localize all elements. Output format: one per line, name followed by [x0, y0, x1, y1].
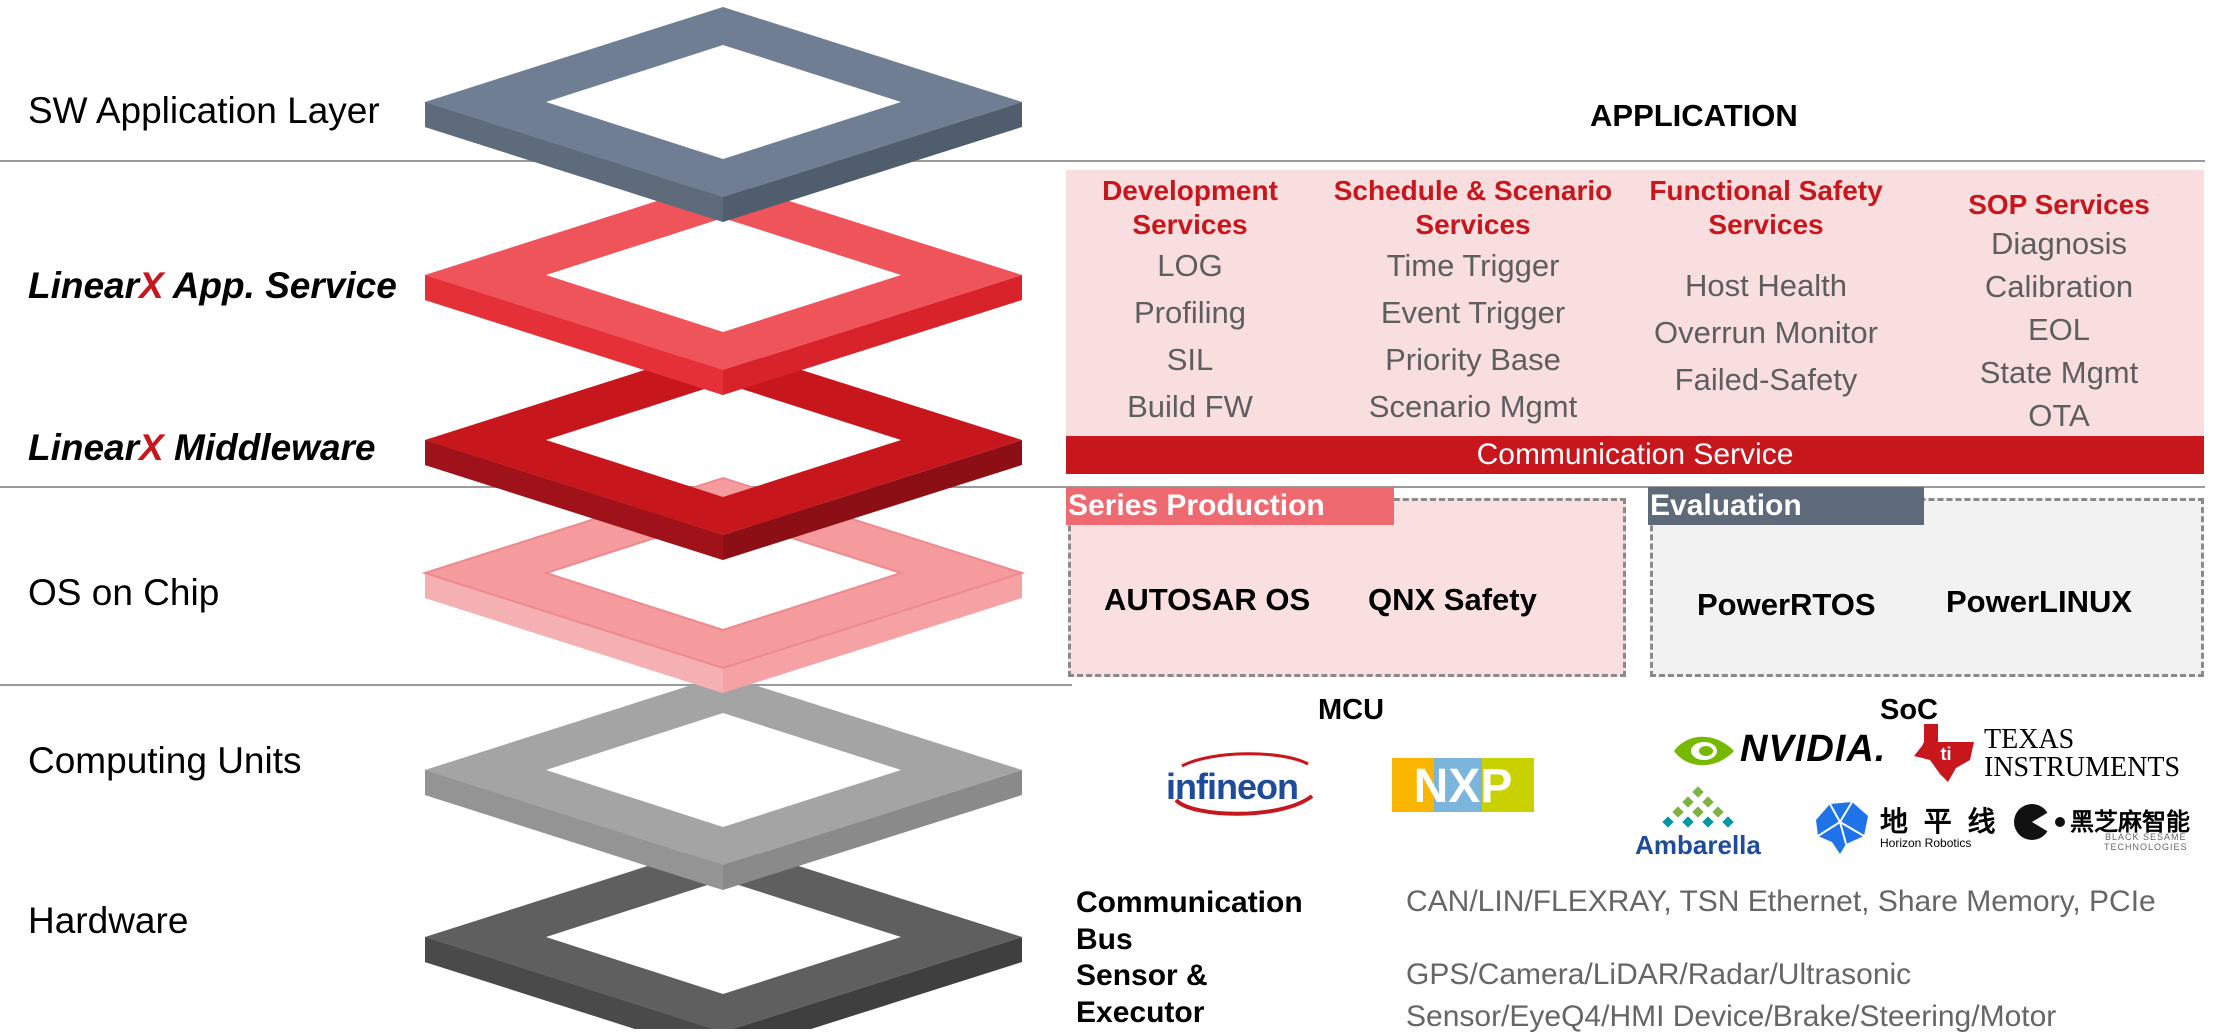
service-title: Development Services — [1102, 175, 1278, 240]
series-production-tag: Series Production — [1066, 487, 1394, 525]
os-autosar: AUTOSAR OS — [1104, 582, 1311, 617]
service-column-sop: SOP Services Diagnosis Calibration EOL S… — [1924, 188, 2194, 437]
separator-line — [0, 684, 1072, 686]
layer-label-os-on-chip: OS on Chip — [28, 572, 220, 613]
middleware-layer-frame — [425, 345, 1022, 560]
nvidia-logo: NVIDIA. — [1672, 728, 1890, 774]
services-panel — [1066, 170, 2204, 436]
nxp-mark-icon: NXP — [1392, 758, 1534, 813]
horizon-wordmark-en: Horizon Robotics — [1880, 836, 1972, 850]
communication-bus-value: CAN/LIN/FLEXRAY, TSN Ethernet, Share Mem… — [1406, 885, 2156, 918]
nxp-logo: NXP — [1392, 758, 1534, 813]
horizon-robotics-logo: 地 平 线 Horizon Robotics — [1810, 798, 2010, 856]
infineon-swoosh-icon — [1174, 752, 1314, 816]
service-item: LOG — [1157, 248, 1223, 283]
service-item: Profiling — [1134, 295, 1246, 330]
service-title: Schedule & Scenario Services — [1333, 175, 1613, 240]
series-production-group — [1068, 498, 1626, 677]
layer-label-app-service: LinearX App. Service — [28, 265, 397, 306]
service-item: Overrun Monitor — [1654, 315, 1878, 350]
layer-label-middleware: LinearX Middleware — [28, 427, 376, 468]
service-column-schedule: Schedule & Scenario Services Time Trigge… — [1318, 174, 1628, 430]
layer-label-hardware: Hardware — [28, 900, 189, 941]
hardware-layer-frame — [425, 842, 1022, 1029]
sw-application-layer-frame — [425, 7, 1022, 222]
os-powerrtos: PowerRTOS — [1697, 587, 1876, 622]
black-sesame-mark-icon — [2014, 804, 2065, 840]
sensor-executor-label: Sensor & Executor — [1076, 959, 1208, 1029]
ambarella-wordmark: Ambarella — [1635, 830, 1761, 860]
ambarella-logo: Ambarella — [1628, 786, 1768, 860]
ambarella-pyramid-icon — [1662, 786, 1734, 828]
ti-wordmark: Texas Instruments — [1984, 724, 2181, 783]
service-item: EOL — [2027, 312, 2091, 347]
nvidia-wordmark: NVIDIA. — [1740, 728, 1887, 770]
service-column-development: Development Services LOG Profiling SIL B… — [1066, 174, 1314, 430]
app-service-layer-frame — [425, 180, 1022, 395]
service-item: SIL — [1166, 342, 1214, 377]
service-title: Functional Safety Services — [1649, 175, 1883, 240]
separator-line — [0, 160, 2205, 162]
service-item: State Mgmt — [1979, 355, 2139, 390]
os-powerlinux: PowerLINUX — [1946, 584, 2133, 619]
svg-text:NXP: NXP — [1414, 760, 1513, 812]
service-item: OTA — [2028, 398, 2090, 433]
layer-stack-illustration — [421, 7, 1026, 1029]
texas-instruments-logo: ti Texas Instruments — [1912, 722, 2190, 784]
service-item: Calibration — [1984, 269, 2134, 304]
service-item: Build FW — [1127, 389, 1253, 424]
application-title: APPLICATION — [1590, 98, 1798, 133]
service-item: Failed-Safety — [1674, 362, 1858, 397]
service-item: Event Trigger — [1380, 295, 1566, 330]
evaluation-tag: Evaluation — [1648, 487, 1924, 525]
communication-service-bar: Communication Service — [1066, 436, 2204, 474]
black-sesame-wordmark-cn: 黑芝麻智能 — [2070, 809, 2190, 836]
service-item: Diagnosis — [1990, 226, 2128, 261]
evaluation-group — [1650, 498, 2204, 677]
sensor-executor-value-line2: Sensor/EyeQ4/HMI Device/Brake/Steering/M… — [1406, 1000, 2057, 1033]
service-title: SOP Services — [1968, 189, 2150, 220]
infineon-wordmark: infineon — [1166, 766, 1299, 807]
horizon-brain-icon — [1816, 801, 1868, 854]
communication-bus-label: Communication Bus — [1076, 886, 1303, 956]
service-column-functional-safety: Functional Safety Services Host Health O… — [1628, 174, 1904, 403]
nvidia-eye-icon — [1674, 736, 1734, 766]
soc-title: SoC — [1880, 694, 1938, 726]
service-item: Host Health — [1685, 268, 1847, 303]
service-item: Time Trigger — [1386, 248, 1560, 283]
black-sesame-wordmark-en: BLACK SESAME TECHNOLOGIES — [2104, 832, 2188, 852]
layer-label-computing-units: Computing Units — [28, 740, 302, 781]
horizon-wordmark-cn: 地 平 线 — [1880, 806, 2000, 837]
os-layer-frame — [421, 476, 1026, 693]
mcu-title: MCU — [1318, 694, 1385, 726]
svg-text:ti: ti — [1941, 744, 1952, 764]
texas-state-icon: ti — [1914, 724, 1974, 782]
service-item: Scenario Mgmt — [1368, 389, 1578, 424]
service-item: Priority Base — [1385, 342, 1561, 377]
infineon-logo: infineon — [1162, 748, 1322, 820]
layer-label-sw-application: SW Application Layer — [28, 90, 380, 131]
computing-layer-frame — [425, 675, 1022, 890]
black-sesame-logo: 黑芝麻智能 BLACK SESAME TECHNOLOGIES — [2012, 802, 2202, 858]
os-qnx-safety: QNX Safety — [1368, 582, 1537, 617]
sensor-executor-value-line1: GPS/Camera/LiDAR/Radar/Ultrasonic — [1406, 958, 1912, 991]
